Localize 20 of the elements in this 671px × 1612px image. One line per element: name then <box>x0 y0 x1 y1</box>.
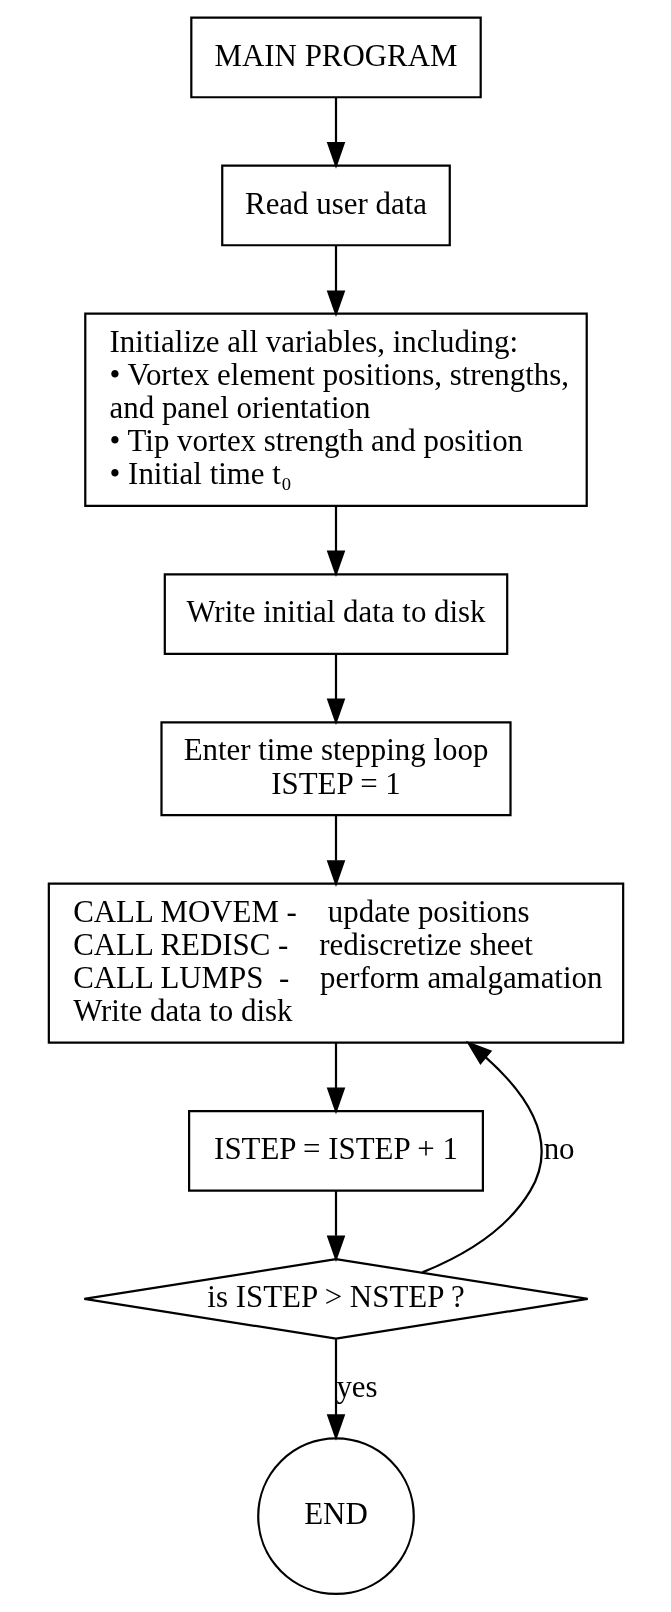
arrow <box>326 506 345 577</box>
arrow <box>326 1190 345 1263</box>
node-box: ISTEP = ISTEP + 1 <box>187 1110 484 1192</box>
node-box: Initialize all variables, including: • Vortex element positions, strengths, and panel orientation • Tip vortex strength and position • Initial time t₀ <box>83 312 588 507</box>
node-box: Enter time stepping loop ISTEP = 1 <box>159 721 512 817</box>
node-diamond: is ISTEP > NSTEP ? <box>82 1258 589 1340</box>
arrow <box>326 245 345 318</box>
node-box: Write initial data to disk <box>163 573 508 655</box>
arrow <box>326 1339 345 1441</box>
node-box: Read user data <box>220 164 451 247</box>
arrow <box>326 97 345 169</box>
arrow <box>421 1040 542 1274</box>
edge-label: yes <box>335 1368 378 1404</box>
node-box: CALL MOVEM - update positions CALL REDISC - rediscretize sheet CALL LUMPS - perform amalgamation Write data to disk <box>47 882 624 1044</box>
node-box: MAIN PROGRAM <box>189 16 482 99</box>
arrow <box>326 816 345 887</box>
arrow <box>326 654 345 726</box>
edge-label: no <box>543 1131 575 1167</box>
node-circle: END <box>256 1437 415 1596</box>
arrow <box>326 1043 345 1115</box>
